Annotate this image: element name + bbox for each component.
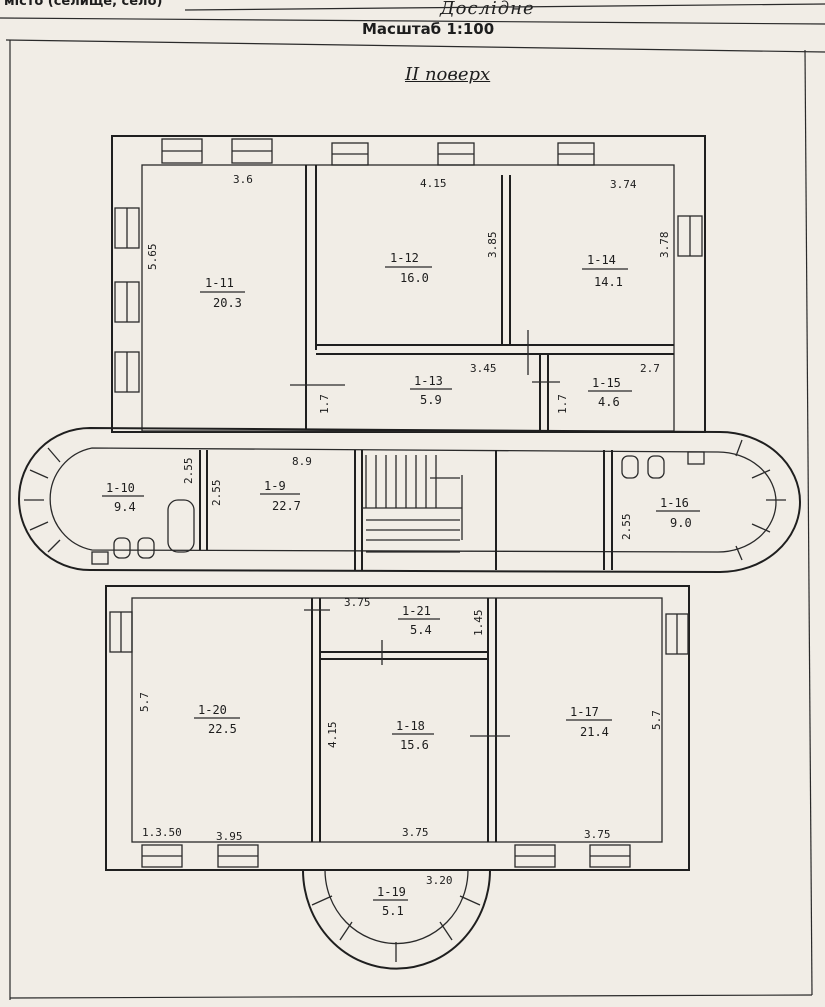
- svg-text:20.3: 20.3: [213, 296, 242, 310]
- room-label: 1-17 21.4: [566, 705, 612, 739]
- scale-label: Масштаб 1:100: [362, 20, 495, 38]
- svg-text:1-12: 1-12: [390, 251, 419, 265]
- svg-text:1-10: 1-10: [106, 481, 135, 495]
- dimension-label: 3.75: [344, 596, 371, 609]
- room-label: 1-15 4.6: [588, 376, 632, 409]
- dimension-label: 3.75: [402, 826, 429, 839]
- svg-text:9.0: 9.0: [670, 516, 692, 530]
- svg-text:1-19: 1-19: [377, 885, 406, 899]
- dimension-label: 4.15: [326, 722, 339, 749]
- dimension-label: 4.15: [420, 177, 447, 190]
- svg-text:9.4: 9.4: [114, 500, 136, 514]
- dimension-label: 5.65: [146, 244, 159, 271]
- svg-text:1-15: 1-15: [592, 376, 621, 390]
- dimension-label: 2.55: [210, 480, 223, 507]
- dimension-label: 3.74: [610, 178, 637, 191]
- upper-partitions: [290, 165, 674, 430]
- room-label: 1-16 9.0: [656, 496, 700, 530]
- svg-text:16.0: 16.0: [400, 271, 429, 285]
- room-label: 1-21 5.4: [398, 604, 440, 637]
- svg-text:1-17: 1-17: [570, 705, 599, 719]
- svg-text:1-16: 1-16: [660, 496, 689, 510]
- room-label: 1-11 20.3: [200, 276, 245, 310]
- dimension-label: 2.55: [620, 514, 633, 541]
- svg-text:1-13: 1-13: [414, 374, 443, 388]
- bottom-bay: [302, 869, 491, 970]
- svg-text:1-21: 1-21: [402, 604, 431, 618]
- svg-text:5.1: 5.1: [382, 904, 404, 918]
- dimension-label: 2.7: [640, 362, 660, 375]
- svg-text:1-18: 1-18: [396, 719, 425, 733]
- dimension-label: 1.7: [318, 394, 331, 414]
- floor-title: ІІ поверх: [405, 64, 491, 85]
- dimension-label: 5.7: [650, 710, 663, 730]
- room-labels: 1-11 20.3 1-12 16.0 1-14 14.1 1-13 5.9 1…: [102, 251, 700, 918]
- svg-text:5.9: 5.9: [420, 393, 442, 407]
- svg-text:21.4: 21.4: [580, 725, 609, 739]
- svg-text:1-11: 1-11: [205, 276, 234, 290]
- windows-top: [114, 138, 703, 393]
- dimension-label: 1.3.50: [142, 826, 182, 839]
- room-label: 1-19 5.1: [373, 885, 408, 918]
- room-label: 1-14 14.1: [582, 253, 628, 289]
- dimension-label: 3.75: [584, 828, 611, 841]
- lower-block-walls: [105, 585, 690, 871]
- room-label: 1-12 16.0: [385, 251, 432, 285]
- dimension-label: 2.55: [182, 458, 195, 485]
- dimension-label: 3.95: [216, 830, 243, 843]
- svg-text:1-14: 1-14: [587, 253, 616, 267]
- dimension-label: 8.9: [292, 455, 312, 468]
- dimension-label: 1.45: [472, 610, 485, 637]
- svg-text:5.4: 5.4: [410, 623, 432, 637]
- svg-text:1-9: 1-9: [264, 479, 286, 493]
- dimension-label: 3.6: [233, 173, 253, 186]
- room-label: 1-18 15.6: [392, 719, 434, 752]
- dimension-label: 5.7: [138, 692, 151, 712]
- dimension-labels: 3.6 4.15 3.74 5.65 3.85 3.78 3.45 2.7 1.…: [138, 173, 671, 887]
- paper-frame: [0, 3, 825, 1000]
- room-label: 1-20 22.5: [194, 703, 240, 736]
- room-label: 1-10 9.4: [102, 481, 144, 514]
- locality-label: місто (селище, село): [4, 0, 163, 9]
- svg-text:15.6: 15.6: [400, 738, 429, 752]
- room-label: 1-9 22.7: [260, 479, 301, 513]
- svg-text:4.6: 4.6: [598, 395, 620, 409]
- svg-text:22.7: 22.7: [272, 499, 301, 513]
- svg-text:14.1: 14.1: [594, 275, 623, 289]
- svg-text:1-20: 1-20: [198, 703, 227, 717]
- svg-text:22.5: 22.5: [208, 722, 237, 736]
- dimension-label: 3.85: [486, 232, 499, 259]
- corridor-band: [18, 426, 801, 574]
- room-label: 1-13 5.9: [410, 374, 452, 407]
- place-name: Дослідне: [440, 0, 535, 19]
- dimension-label: 3.45: [470, 362, 497, 375]
- dimension-label: 1.7: [556, 394, 569, 414]
- dimension-label: 3.78: [658, 232, 671, 259]
- dimension-label: 3.20: [426, 874, 453, 887]
